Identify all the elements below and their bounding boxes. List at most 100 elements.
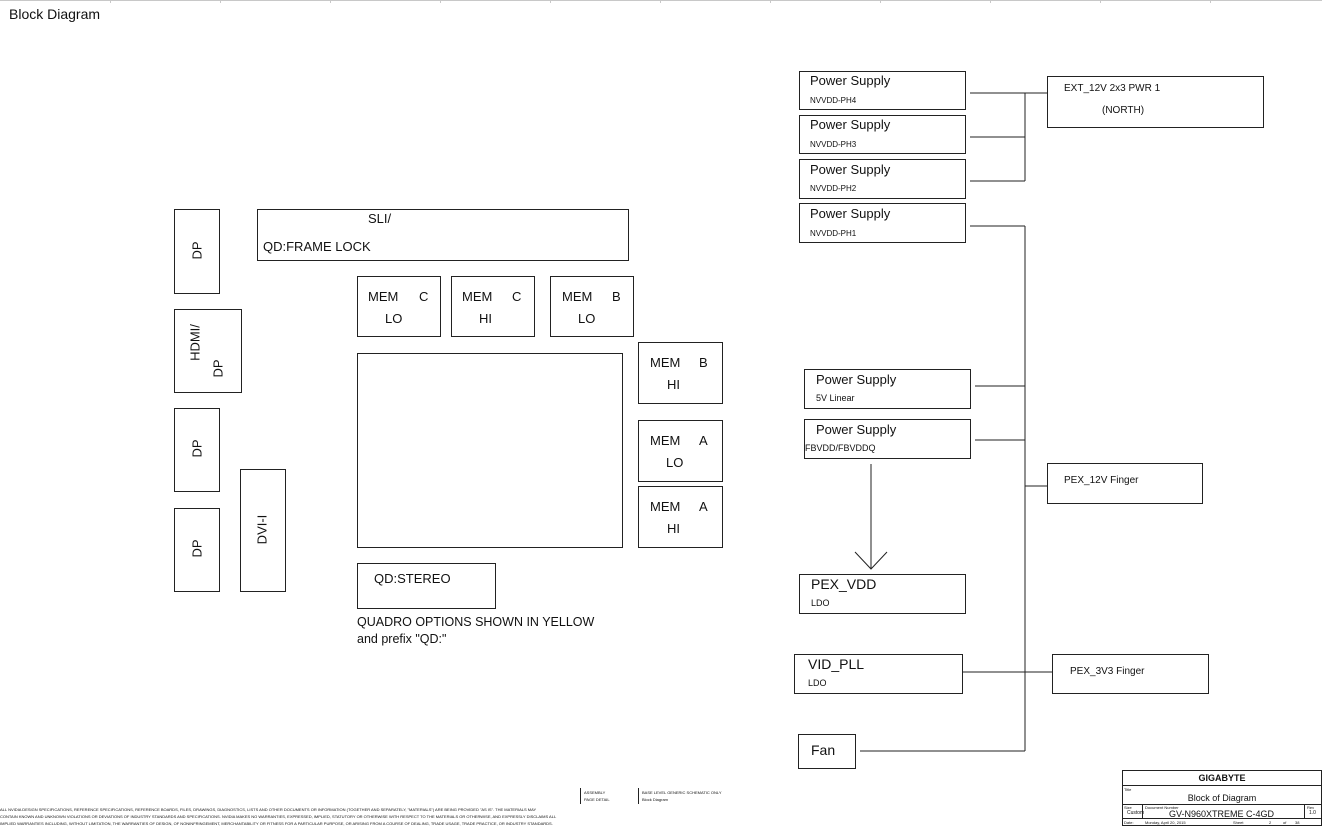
ruler-tick [110,0,111,3]
title-block-divider [1123,818,1321,819]
title-label: Title [1124,787,1132,792]
power-supply-sub: NVVDD-PH4 [810,96,857,105]
sheet-value: 2 [1269,820,1272,825]
qd-stereo-label: QD:STEREO [374,571,451,586]
ruler-tick [660,0,661,3]
top-border-line [0,0,1322,1]
mem-c-hi-block: MEM C HI [451,276,535,337]
date-value: Monday, April 20, 2015 [1145,820,1186,825]
pex-12v-label: PEX_12V Finger [1064,475,1139,486]
sheet-label: Sheet [1233,820,1244,825]
mem-label: MEM [462,289,493,304]
ruler-tick [1210,0,1211,3]
power-supply-sub: NVVDD-PH3 [810,140,857,149]
hdmi-dp-connector: HDMI/ DP [174,309,242,393]
hdmi-dp-label: DP [210,359,226,378]
mem-bank-label: A [699,433,708,448]
company-name: GIGABYTE [1123,771,1321,786]
vid-pll-ldo: VID_PLL LDO [794,654,963,694]
ruler-tick [770,0,771,3]
pex-vdd-ldo: PEX_VDD LDO [799,574,966,614]
dvi-label: DVI-I [254,514,270,545]
mem-a-hi-block: MEM A HI [638,486,723,548]
block-diagram-small-label: Block Diagram [642,797,669,802]
ruler-tick [880,0,881,3]
ruler-tick [330,0,331,3]
footer-divider [638,788,639,804]
title-block-divider [1123,804,1321,805]
ext-pwr-location: (NORTH) [1102,105,1145,116]
power-supply-title: Power Supply [810,162,891,177]
power-supply-nvvdd-ph3: Power Supply NVVDD-PH3 [799,115,966,154]
power-supply-nvvdd-ph1: Power Supply NVVDD-PH1 [799,203,966,243]
gpu-block [357,353,623,548]
power-supply-title: Power Supply [816,422,897,437]
footer-divider [580,788,581,804]
ruler-tick [1100,0,1101,3]
mem-bank-label: C [512,289,522,304]
disclaimer-line2: CONTAIN KNOWN AND UNKNOWN VIOLATIONS OR … [0,814,557,819]
power-supply-title: Power Supply [810,206,891,221]
dvi-connector: DVI-I [240,469,286,592]
quadro-note-line2: and prefix "QD:" [357,632,447,646]
vid-pll-title: VID_PLL [808,656,865,672]
power-supply-5v-linear: Power Supply 5V Linear [804,369,971,409]
doc-number-label: Document Number [1145,805,1179,810]
title-block-divider [1304,804,1305,818]
mem-label: MEM [650,433,681,448]
mem-bank-label: C [419,289,429,304]
disclaimer-line1: ALL NVIDIA DESIGN SPECIFICATIONS, REFERE… [0,807,537,812]
mem-b-hi-block: MEM B HI [638,342,723,404]
mem-label: MEM [368,289,399,304]
fan-label: Fan [811,742,836,758]
of-value: 38 [1295,820,1300,825]
title-block: GIGABYTE Title Block of Diagram Size Cus… [1122,770,1322,826]
sli-frame-lock-block: SLI/ QD:FRAME LOCK [257,209,629,261]
mem-half-label: LO [578,311,596,326]
ext-pwr-label: EXT_12V 2x3 PWR 1 [1064,83,1161,94]
rev-label: Rev [1307,805,1315,810]
rev-value: 1.0 [1309,810,1316,816]
mem-half-label: LO [666,455,684,470]
mem-half-label: HI [667,521,680,536]
mem-c-lo-block: MEM C LO [357,276,441,337]
power-supply-title: Power Supply [810,117,891,132]
pex-3v3-finger: PEX_3V3 Finger [1052,654,1209,694]
mem-bank-label: A [699,499,708,514]
ruler-tick [550,0,551,3]
size-label: Size [1124,805,1132,810]
power-supply-sub: NVVDD-PH2 [810,184,857,193]
mem-bank-label: B [699,355,708,370]
fan-block: Fan [798,734,856,769]
pex-vdd-title: PEX_VDD [811,576,877,592]
mem-label: MEM [650,499,681,514]
ruler-tick [220,0,221,3]
power-supply-title: Power Supply [816,372,897,387]
base-level-label: BASE LEVEL GENERIC SCHEMATIC ONLY [642,790,722,795]
assembly-label: ASSEMBLY [584,790,606,795]
dp-connector-mid: DP [174,408,220,492]
mem-half-label: HI [479,311,492,326]
date-label: Date: [1124,820,1134,825]
qd-stereo-block: QD:STEREO [357,563,496,609]
disclaimer-line3: IMPLIED WARRANTIES INCLUDING, WITHOUT LI… [0,821,553,826]
frame-lock-label: QD:FRAME LOCK [263,239,371,254]
title-block-divider [1142,804,1143,818]
dp-label: DP [189,439,205,458]
sli-label: SLI/ [368,211,392,226]
pex-12v-finger: PEX_12V Finger [1047,463,1203,504]
power-supply-sub: 5V Linear [816,393,855,403]
power-supply-fbvdd: Power Supply FBVDD/FBVDDQ [804,419,971,459]
drawing-title: Block of Diagram [1187,793,1257,803]
of-label: of [1283,820,1287,825]
mem-half-label: HI [667,377,680,392]
page-title: Block Diagram [9,6,101,22]
page-detail-label: PAGE DETAIL [584,797,610,802]
dp-label: DP [189,539,205,558]
power-supply-nvvdd-ph4: Power Supply NVVDD-PH4 [799,71,966,110]
mem-bank-label: B [612,289,621,304]
size-value: Custom [1127,810,1145,816]
hdmi-label: HDMI/ [187,324,203,361]
dp-label: DP [189,241,205,260]
